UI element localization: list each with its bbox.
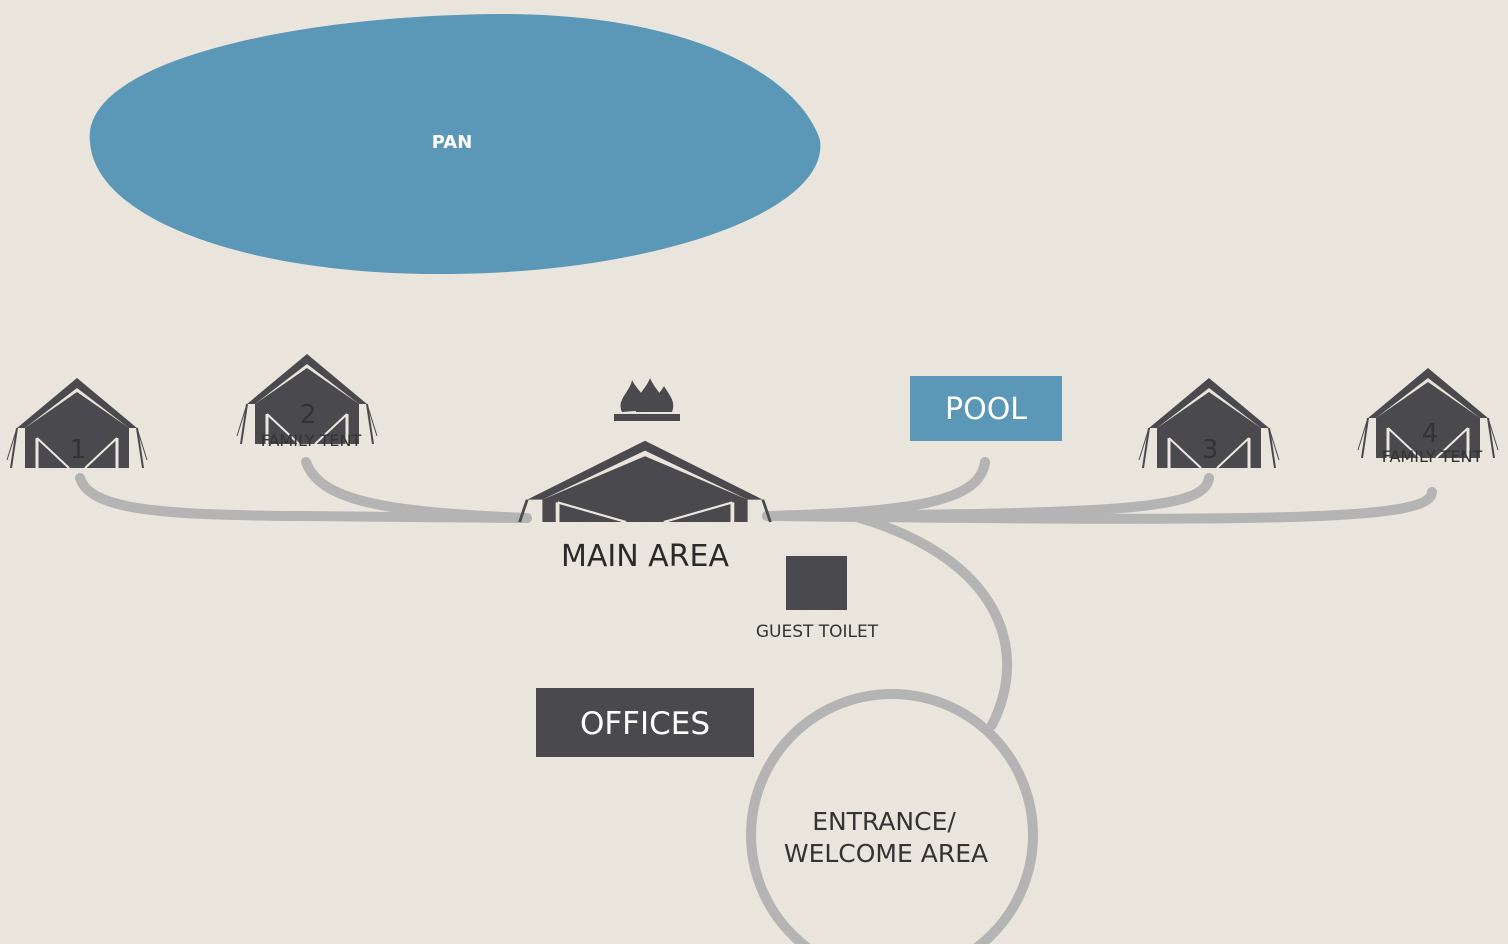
- guest-toilet[interactable]: GUEST TOILET: [756, 556, 879, 642]
- tent-4-number: 4: [1422, 419, 1439, 449]
- pan-shape: [89, 14, 821, 275]
- main-tent-icon: [518, 440, 772, 523]
- path-tent-1: [75, 473, 532, 523]
- tent-2-sublabel: FAMILY TENT: [261, 431, 362, 450]
- offices-label: OFFICES: [580, 706, 710, 742]
- guest-toilet-label: GUEST TOILET: [756, 622, 879, 642]
- tent-2[interactable]: 2 FAMILY TENT: [235, 352, 379, 450]
- pan-label: PAN: [432, 132, 473, 153]
- main-area[interactable]: MAIN AREA: [518, 378, 772, 574]
- paths: [75, 457, 1437, 730]
- tent-3[interactable]: 3: [1137, 376, 1281, 470]
- tent-2-number: 2: [300, 400, 317, 430]
- pool-label: POOL: [945, 392, 1027, 427]
- offices-box: [536, 688, 754, 757]
- guest-toilet-box: [786, 556, 847, 610]
- pan-area: PAN: [89, 14, 821, 275]
- tent-1[interactable]: 1: [5, 376, 149, 470]
- entrance-label-line1: ENTRANCE/: [812, 807, 956, 836]
- tent-4[interactable]: 4 FAMILY TENT: [1356, 366, 1500, 466]
- tent-3-number: 3: [1202, 435, 1219, 465]
- path-entrance: [855, 513, 1013, 730]
- path-tent-2: [301, 457, 532, 523]
- pool-box: [910, 376, 1062, 441]
- entrance-label-line2: WELCOME AREA: [784, 839, 988, 868]
- entrance-circle: [746, 689, 1038, 944]
- tent-1-number: 1: [70, 435, 87, 465]
- entrance-welcome-area[interactable]: ENTRANCE/ WELCOME AREA: [746, 689, 1038, 944]
- main-area-label: MAIN AREA: [561, 539, 730, 574]
- path-tent-4: [762, 487, 1437, 524]
- tent-4-sublabel: FAMILY TENT: [1382, 447, 1483, 466]
- fire-icon: [614, 378, 680, 421]
- offices[interactable]: OFFICES: [536, 688, 754, 757]
- pool[interactable]: POOL: [910, 376, 1062, 441]
